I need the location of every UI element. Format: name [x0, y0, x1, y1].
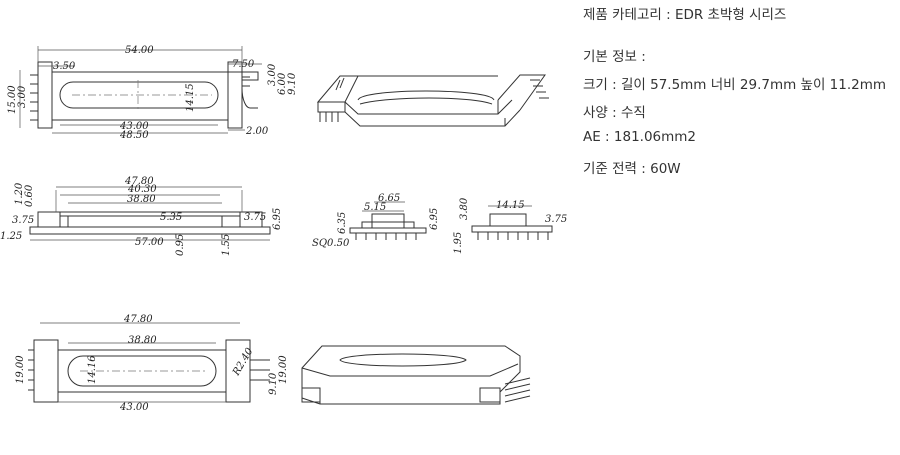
- dim-5-15: 5.15: [364, 202, 386, 213]
- dim-sq0-50: SQ0.50: [312, 238, 350, 249]
- dim-3-50: 3.50: [53, 61, 76, 72]
- dim-7-50: 7.50: [232, 59, 255, 70]
- side-view-1: 6.65 5.15 6.35 6.95 SQ0.50: [312, 193, 440, 249]
- dim-54: 54.00: [125, 45, 154, 56]
- dim-6-00: 6.00: [277, 72, 288, 95]
- dim-r2-40: R2.40: [231, 346, 256, 379]
- bottom-view: 47.80 38.80 19.00 14.16 R2.40 9.10 19.00…: [15, 314, 289, 413]
- technical-drawing: 54.00 3.50 7.50 3.00 6.00 9.10 15.00 3.0…: [0, 45, 567, 413]
- top-view: 54.00 3.50 7.50 3.00 6.00 9.10 15.00 3.0…: [7, 45, 298, 141]
- dim-0-95: 0.95: [175, 234, 186, 256]
- dim-15-00: 15.00: [7, 85, 18, 114]
- dim-6-35: 6.35: [337, 212, 348, 234]
- ae-info: AE : 181.06mm2: [583, 129, 697, 145]
- dim-3-80: 3.80: [459, 197, 470, 220]
- spec-info: 사양 : 수직: [583, 105, 646, 121]
- product-category: 제품 카테고리 : EDR 초박형 시리즈: [583, 7, 787, 23]
- dim-6-65: 6.65: [378, 193, 400, 204]
- dim-47-80-front: 47.80: [124, 176, 154, 187]
- dim-14-15: 14.15: [185, 83, 196, 112]
- dim-3-00-left: 3.00: [17, 85, 28, 108]
- size-info: 크기 : 길이 57.5mm 너비 29.7mm 높이 11.2mm: [583, 77, 887, 93]
- dim-1-20: 1.20: [14, 182, 25, 205]
- dim-40-30: 40.30: [127, 184, 157, 195]
- dim-43-00: 43.00: [119, 121, 149, 132]
- dim-1-95: 1.95: [453, 232, 464, 254]
- isometric-view-bottom: [301, 345, 531, 405]
- dim-2-00: 2.00: [245, 126, 269, 137]
- dim-14-16: 14.16: [87, 355, 98, 384]
- dim-1-25: 1.25: [0, 231, 22, 242]
- dim-43-00-bottom: 43.00: [119, 402, 149, 413]
- dim-38-80-bottom: 38.80: [128, 335, 157, 346]
- dim-19-00-left: 19.00: [15, 355, 26, 384]
- dim-3-75-left: 3.75: [12, 215, 34, 226]
- side-view-2: 14.15 3.80 3.75 1.95: [453, 197, 567, 254]
- power-info: 기준 전력 : 60W: [583, 161, 681, 177]
- dim-6-95-side: 6.95: [429, 208, 440, 230]
- dim-3-00-right: 3.00: [267, 63, 278, 86]
- dim-9-10-bottom: 9.10: [268, 372, 279, 395]
- dim-48-50: 48.50: [119, 130, 149, 141]
- dim-19-00-right: 19.00: [278, 355, 289, 384]
- dim-3-75-side: 3.75: [545, 214, 567, 225]
- dim-1-55: 1.55: [221, 234, 232, 256]
- dim-0-60: 0.60: [24, 184, 35, 207]
- basic-info-heading: 기본 정보 :: [583, 49, 646, 65]
- front-view: 47.80 40.30 38.80 1.20 0.60 3.75 1.25 5.…: [0, 176, 283, 256]
- dim-5-35: 5.35: [160, 212, 182, 223]
- dim-57-00: 57.00: [135, 237, 164, 248]
- dim-9-10: 9.10: [287, 72, 298, 95]
- dim-38-80-front: 38.80: [127, 194, 156, 205]
- dim-14-15-side: 14.15: [496, 200, 525, 211]
- dim-3-75-right: 3.75: [244, 212, 266, 223]
- dim-6-95-front: 6.95: [272, 208, 283, 230]
- dim-47-80-bottom: 47.80: [123, 314, 153, 325]
- isometric-view-top: [316, 74, 549, 127]
